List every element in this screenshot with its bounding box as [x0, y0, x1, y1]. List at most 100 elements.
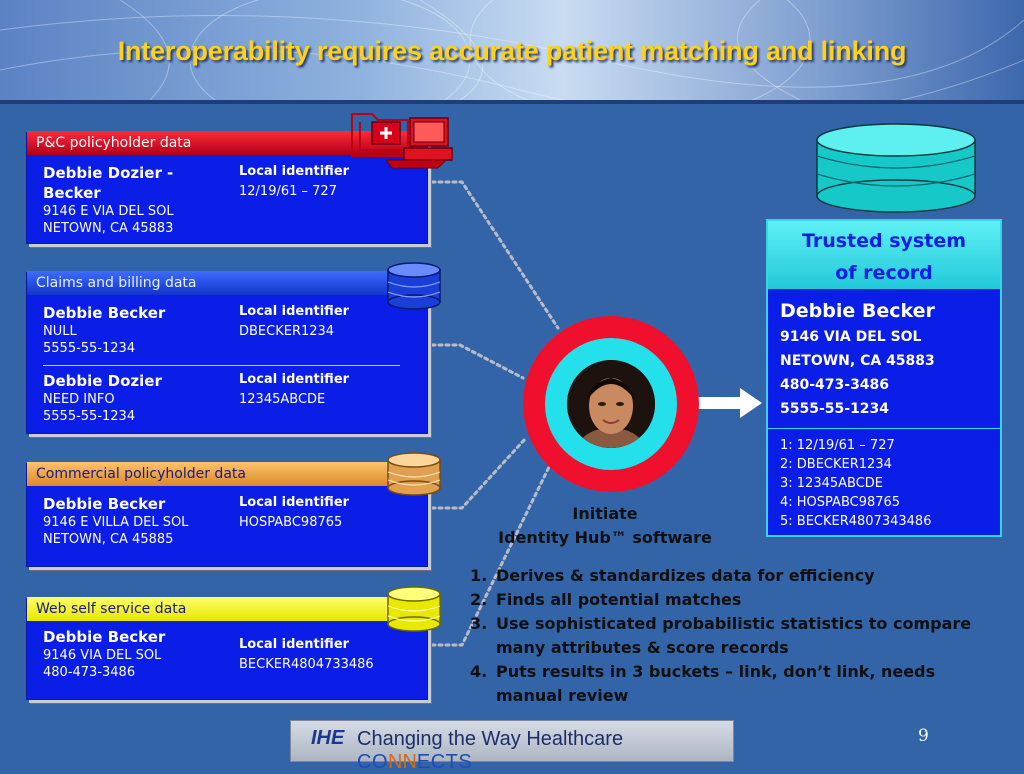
header-band: Interoperability requires accurate patie…: [0, 0, 1024, 100]
footer-tagline-co: CO: [357, 751, 388, 773]
trusted-id-item: 4: HOSPABC98765: [780, 495, 901, 510]
trusted-name: Debbie Becker: [780, 300, 935, 322]
record-name: Debbie Becker: [43, 628, 166, 646]
trusted-id-item: 2: DBECKER1234: [780, 457, 892, 472]
trusted-header: Trusted system of record: [768, 221, 1000, 289]
local-identifier-value: HOSPABC98765: [239, 515, 343, 530]
hub-step-number: 2.: [470, 590, 488, 609]
record-name-cont: Becker: [43, 184, 101, 202]
record: Debbie Becker 9146 VIA DEL SOL 480-473-3…: [43, 627, 165, 681]
record-line: 5555-55-1234: [43, 341, 136, 356]
record: Debbie Dozier - Becker 9146 E VIA DEL SO…: [43, 163, 174, 237]
hub-step-text: Derives & standardizes data for efficien…: [496, 566, 875, 585]
footer-tagline-ects: ECTS: [416, 751, 473, 773]
record-divider: [43, 365, 400, 366]
local-identifier-value: DBECKER1234: [239, 324, 335, 339]
patient-photo: [567, 360, 655, 448]
local-identifier-label: Local identifier: [239, 304, 350, 319]
record-line: NETOWN, CA 45883: [43, 221, 174, 236]
local-identifier-label: Local identifier: [239, 495, 350, 510]
connector-commercial: [430, 436, 528, 510]
local-identifier-label: Local identifier: [239, 372, 350, 387]
slide-title: Interoperability requires accurate patie…: [117, 36, 907, 66]
connector-claims: [430, 343, 525, 380]
hub-step-text: Finds all potential matches: [496, 590, 742, 609]
local-identifier-label: Local identifier: [239, 637, 350, 652]
page-number: 9: [918, 726, 929, 746]
hub-step-number: 1.: [470, 566, 488, 585]
header-rule: [0, 100, 1024, 104]
record-line: 5555-55-1234: [43, 409, 136, 424]
hub-caption-line2: Identity Hub™ software: [498, 528, 712, 547]
hub-step-text: Puts results in 3 buckets – link, don’t …: [496, 662, 936, 705]
footer-banner: IHE Changing the Way Healthcare CONNECTS: [290, 720, 734, 773]
identity-hub-ring: [523, 316, 699, 492]
panel-header: Claims and billing data: [27, 271, 427, 295]
ihe-logo: IHE: [311, 727, 345, 749]
record-name: Debbie Becker: [43, 495, 166, 513]
panel-header: Web self service data: [27, 597, 427, 621]
footer-tagline-main: Changing the Way Healthcare: [357, 728, 624, 750]
local-identifier: Local identifier 12345ABCDE: [239, 370, 349, 410]
local-identifier: Local identifier HOSPABC98765: [239, 493, 349, 533]
globe-lines-decoration: [0, 0, 1024, 100]
trusted-id-item: 3: 12345ABCDE: [780, 476, 884, 491]
hub-caption-line1: Initiate: [572, 504, 638, 523]
patient-portrait: [567, 360, 655, 448]
record-line: 9146 VIA DEL SOL: [43, 648, 162, 663]
panel-commercial-policyholder: Commercial policyholder data Debbie Beck…: [26, 462, 428, 567]
record: Debbie Becker 9146 E VILLA DEL SOL NETOW…: [43, 494, 188, 548]
trusted-id-item: 5: BECKER4807343486: [780, 514, 932, 529]
record-name: Debbie Dozier: [43, 372, 162, 390]
footer-tagline-nn: NN: [388, 751, 417, 773]
local-identifier-label: Local identifier: [239, 164, 350, 179]
record-name: Debbie Dozier -: [43, 164, 174, 182]
trusted-address1: 9146 VIA DEL SOL: [780, 329, 922, 345]
connector-pc: [430, 180, 560, 330]
hub-steps: 1. Derives & standardizes data for effici…: [470, 564, 990, 708]
database-blue-icon: [387, 262, 441, 310]
footer-tagline: Changing the Way Healthcare CONNECTS: [357, 728, 733, 774]
hub-step: 2. Finds all potential matches: [470, 588, 990, 612]
record: Debbie Dozier NEED INFO 5555-55-1234: [43, 371, 162, 425]
trusted-phone: 480-473-3486: [780, 377, 890, 393]
database-cyan-icon: [816, 123, 976, 213]
trusted-address2: NETOWN, CA 45883: [780, 353, 935, 369]
hub-step: 1. Derives & standardizes data for effici…: [470, 564, 990, 588]
hub-step-number: 4.: [470, 662, 488, 681]
trusted-system-of-record: Trusted system of record Debbie Becker 9…: [766, 219, 1002, 537]
folder-computer-icon: [351, 113, 453, 169]
record-line: NEED INFO: [43, 392, 115, 407]
panel-claims-billing: Claims and billing data Debbie Becker NU…: [26, 271, 428, 434]
record-line: 480-473-3486: [43, 665, 136, 680]
identity-hub-inner: [545, 338, 677, 470]
hub-step-number: 3.: [470, 614, 488, 633]
record-name: Debbie Becker: [43, 304, 166, 322]
trusted-id-item: 1: 12/19/61 – 727: [780, 438, 895, 453]
record-line: NETOWN, CA 45885: [43, 532, 174, 547]
local-identifier: Local identifier 12/19/61 – 727: [239, 162, 349, 202]
panel-header: Commercial policyholder data: [27, 462, 427, 486]
panel-web-self-service: Web self service data Debbie Becker 9146…: [26, 597, 428, 700]
local-identifier: Local identifier BECKER4804733486: [239, 635, 374, 675]
local-identifier: Local identifier DBECKER1234: [239, 302, 349, 342]
record-line: NULL: [43, 324, 77, 339]
local-identifier-value: 12/19/61 – 727: [239, 184, 337, 199]
trusted-record: Debbie Becker 9146 VIA DEL SOL NETOWN, C…: [780, 297, 935, 421]
record-line: 9146 E VILLA DEL SOL: [43, 515, 189, 530]
database-yellow-icon: [387, 586, 441, 632]
hub-step: 3. Use sophisticated probabilistic statis…: [470, 612, 990, 660]
trusted-title-line1: Trusted system: [801, 230, 967, 252]
connector-web: [430, 463, 552, 647]
panel-pc-policyholder: P&C policyholder data Debbie Dozier - Be…: [26, 131, 428, 244]
record-line: 9146 E VIA DEL SOL: [43, 204, 174, 219]
trusted-title-line2: of record: [835, 262, 933, 284]
trusted-divider: [768, 428, 1000, 429]
hub-step-text: Use sophisticated probabilistic statisti…: [496, 614, 972, 657]
trusted-id-list: 1: 12/19/61 – 727 2: DBECKER1234 3: 1234…: [780, 436, 931, 531]
trusted-ssn: 5555-55-1234: [780, 401, 890, 417]
local-identifier-value: 12345ABCDE: [239, 392, 326, 407]
right-arrow-icon: [697, 388, 762, 418]
